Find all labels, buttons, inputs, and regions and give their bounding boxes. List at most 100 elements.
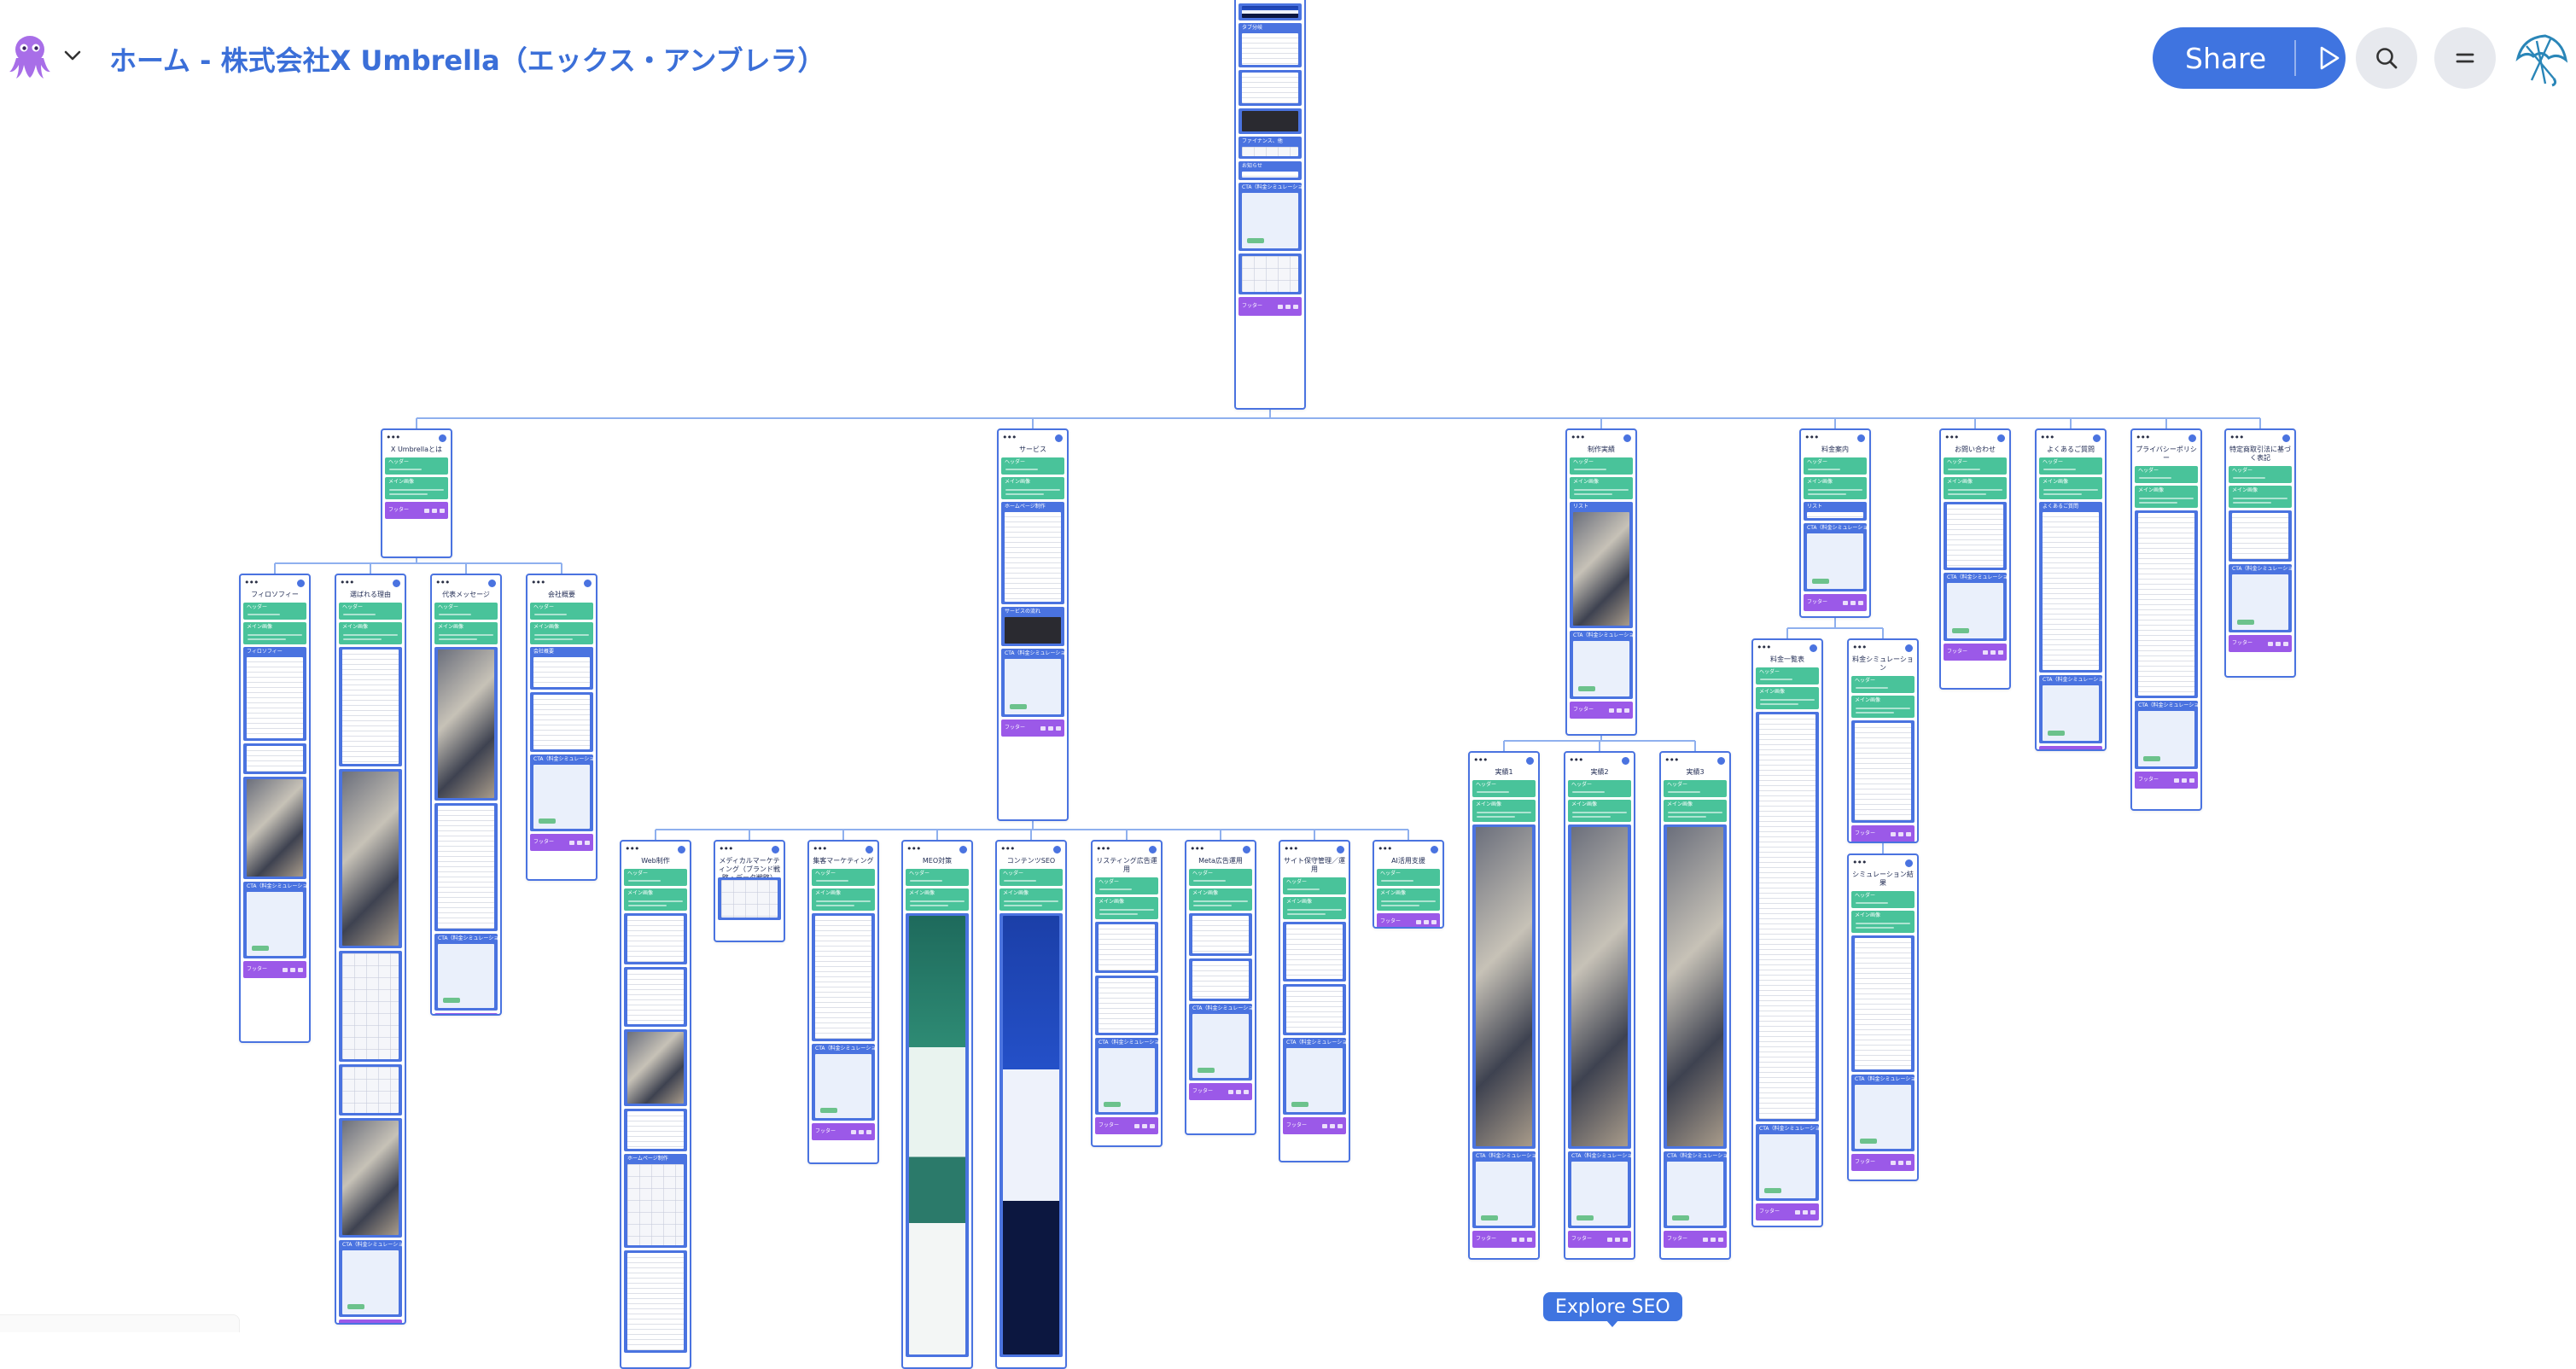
- document-title[interactable]: ホーム - 株式会社X Umbrella（エックス・アンブレラ）: [109, 39, 825, 79]
- page-title[interactable]: Web制作: [621, 857, 690, 869]
- page-title[interactable]: 実績3: [1661, 768, 1729, 780]
- page-title[interactable]: 料金一覧表: [1753, 655, 1821, 667]
- page-section-header[interactable]: ヘッダー: [1664, 780, 1727, 797]
- page-section-footer[interactable]: フッター: [530, 834, 593, 851]
- page-section-main[interactable]: メイン画像: [1944, 477, 2007, 499]
- more-options-icon[interactable]: •••: [1852, 644, 1866, 652]
- page-section-body[interactable]: [1851, 720, 1915, 823]
- page-section-main[interactable]: メイン画像: [1804, 477, 1867, 499]
- sitemap-page-simresult[interactable]: •••シミュレーション結果ヘッダーメイン画像CTA（料金シミュレーション）フッタ…: [1847, 853, 1919, 1181]
- page-section-header[interactable]: ヘッダー: [385, 457, 448, 475]
- page-section-cta[interactable]: CTA（料金シミュレーション）: [243, 882, 306, 958]
- page-section-main[interactable]: メイン画像: [1377, 888, 1440, 911]
- page-title[interactable]: 料金案内: [1801, 446, 1869, 457]
- add-child-page-icon[interactable]: [1856, 434, 1866, 443]
- page-section-body[interactable]: ホームページ制作: [1001, 502, 1064, 604]
- page-title[interactable]: コンテンツSEO: [997, 857, 1065, 869]
- more-options-icon[interactable]: •••: [2229, 434, 2243, 442]
- page-section-footer[interactable]: フッター: [1283, 1117, 1346, 1134]
- page-section-cta[interactable]: CTA（料金シミュレーション）: [1568, 1151, 1631, 1228]
- page-section-footer[interactable]: フッター: [1570, 702, 1633, 719]
- page-title[interactable]: X Umbrellaとは: [382, 446, 451, 457]
- add-child-page-icon[interactable]: [1430, 845, 1439, 854]
- page-title[interactable]: AI活用支援: [1374, 857, 1442, 869]
- add-child-page-icon[interactable]: [2282, 434, 2291, 443]
- page-section-cta[interactable]: CTA（料金シミュレーション）: [1756, 1124, 1819, 1201]
- page-section-footer[interactable]: フッター: [385, 502, 448, 519]
- page-section-body[interactable]: [243, 777, 306, 879]
- page-section-cta[interactable]: CTA（料金シミュレーション）: [1001, 649, 1064, 717]
- page-section-footer[interactable]: フッター: [1756, 1203, 1819, 1220]
- add-child-page-icon[interactable]: [1148, 845, 1157, 854]
- page-section-header[interactable]: ヘッダー: [1851, 676, 1915, 693]
- add-child-page-icon[interactable]: [1623, 434, 1632, 443]
- more-options-icon[interactable]: •••: [1378, 845, 1391, 853]
- page-section-main[interactable]: メイン画像: [1189, 888, 1252, 911]
- add-child-page-icon[interactable]: [1809, 644, 1818, 653]
- page-section-header[interactable]: ヘッダー: [243, 603, 306, 620]
- more-options-icon[interactable]: •••: [1002, 434, 1016, 442]
- page-section-main[interactable]: メイン画像: [1283, 897, 1346, 919]
- page-section-main[interactable]: メイン画像: [1000, 888, 1063, 911]
- page-title[interactable]: リスティング広告運用: [1093, 857, 1161, 877]
- page-section-body[interactable]: [906, 913, 969, 1357]
- more-options-icon[interactable]: •••: [625, 845, 638, 853]
- page-section-header[interactable]: ヘッダー: [1377, 869, 1440, 886]
- page-title[interactable]: 実績1: [1470, 768, 1538, 780]
- page-title[interactable]: よくあるご質問: [2037, 446, 2105, 457]
- more-options-icon[interactable]: •••: [1664, 756, 1678, 765]
- add-child-page-icon[interactable]: [865, 845, 874, 854]
- more-options-icon[interactable]: •••: [1473, 756, 1487, 765]
- sitemap-page-philosophy[interactable]: •••フィロソフィーヘッダーメイン画像フィロソフィーCTA（料金シミュレーション…: [239, 574, 311, 1043]
- page-title[interactable]: Meta広告運用: [1186, 857, 1255, 869]
- more-options-icon[interactable]: •••: [2136, 434, 2149, 442]
- page-section-main[interactable]: メイン画像: [1570, 477, 1633, 499]
- sitemap-page-ai[interactable]: •••AI活用支援ヘッダーメイン画像フッター: [1373, 840, 1444, 929]
- page-section-header[interactable]: ヘッダー: [1189, 869, 1252, 886]
- page-title[interactable]: 特定商取引法に基づく表記: [2226, 446, 2294, 466]
- page-section-cta[interactable]: CTA（料金シミュレーション）: [1283, 1038, 1346, 1115]
- page-section-footer[interactable]: フッター: [1944, 644, 2007, 661]
- page-section-cta[interactable]: CTA（料金シミュレーション）: [1238, 183, 1302, 251]
- page-title[interactable]: 実績2: [1565, 768, 1634, 780]
- page-section-header[interactable]: ヘッダー: [2039, 457, 2102, 475]
- page-section-main[interactable]: メイン画像: [1664, 800, 1727, 822]
- add-child-page-icon[interactable]: [487, 579, 497, 588]
- page-section-body[interactable]: フィロソフィー: [243, 647, 306, 741]
- page-section-header[interactable]: ヘッダー: [434, 603, 498, 620]
- add-child-page-icon[interactable]: [438, 434, 447, 443]
- more-options-icon[interactable]: •••: [244, 579, 258, 587]
- page-section-body[interactable]: [2229, 510, 2292, 562]
- page-section-header[interactable]: ヘッダー: [339, 603, 402, 620]
- page-title[interactable]: 集客マーケティング: [809, 857, 877, 869]
- page-section-main[interactable]: メイン画像: [1472, 800, 1536, 822]
- page-section-body[interactable]: [1238, 3, 1302, 20]
- page-section-header[interactable]: ヘッダー: [1000, 869, 1063, 886]
- page-section-main[interactable]: メイン画像: [2135, 486, 2198, 508]
- page-section-body[interactable]: [1238, 70, 1302, 106]
- more-options-icon[interactable]: •••: [435, 579, 449, 587]
- more-options-icon[interactable]: •••: [719, 845, 732, 853]
- add-child-page-icon[interactable]: [1052, 845, 1062, 854]
- page-section-body[interactable]: [1238, 253, 1302, 294]
- add-child-page-icon[interactable]: [296, 579, 306, 588]
- page-section-header[interactable]: ヘッダー: [1851, 891, 1915, 908]
- page-section-body[interactable]: [1095, 922, 1158, 973]
- sitemap-page-media[interactable]: •••メディカルマーケティング（ブランド戦略・データ戦略）: [714, 840, 785, 942]
- add-child-page-icon[interactable]: [2092, 434, 2101, 443]
- sitemap-page-listing[interactable]: •••リスティング広告運用ヘッダーメイン画像CTA（料金シミュレーション）フッタ…: [1091, 840, 1163, 1147]
- page-section-body[interactable]: [624, 1250, 687, 1353]
- sitemap-page-privacy[interactable]: •••プライバシーポリシーヘッダーメイン画像CTA（料金シミュレーション）フッタ…: [2130, 428, 2202, 811]
- page-section-cta[interactable]: CTA（料金シミュレーション）: [1472, 1151, 1536, 1228]
- page-section-footer[interactable]: フッター: [1804, 594, 1867, 611]
- page-section-footer[interactable]: フッター: [1001, 719, 1064, 737]
- page-section-footer[interactable]: フッター: [1189, 1083, 1252, 1100]
- explore-seo-tooltip[interactable]: Explore SEO: [1543, 1292, 1682, 1321]
- page-section-body[interactable]: [434, 647, 498, 801]
- page-section-main[interactable]: メイン画像: [1568, 800, 1631, 822]
